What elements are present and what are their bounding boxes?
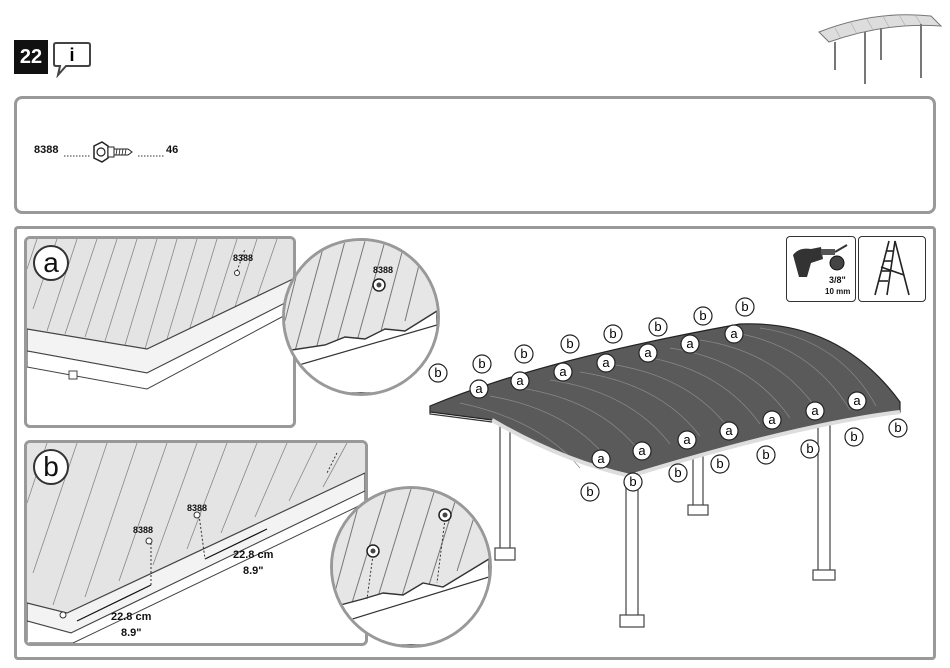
info-icon: i	[52, 40, 92, 78]
spacing-lower-cm: 22.8 cm	[111, 611, 151, 623]
detail-b-part-label-1: 8388	[133, 525, 153, 535]
drill-size-mm: 10 mm	[825, 287, 850, 296]
ladder-icon	[859, 237, 923, 299]
part-code: 8388	[34, 144, 58, 156]
detail-a-zoom-part-label: 8388	[373, 265, 393, 275]
zoom-circle-a: 8388	[282, 238, 440, 396]
carport-thumbnail	[815, 6, 943, 90]
spacing-lower-inch: 8.9"	[121, 627, 142, 639]
part-quantity: 46	[166, 144, 178, 156]
drill-tool-box: 3/8" 10 mm	[786, 236, 856, 302]
spacing-upper-cm: 22.8 cm	[233, 549, 273, 561]
detail-letter-b: b	[33, 449, 69, 485]
step-number-badge: 22	[14, 40, 48, 74]
detail-panel-b: b 8388 8388 22.8 cm 8.9" 22.8 cm 8.9"	[24, 440, 368, 646]
detail-letter-a: a	[33, 245, 69, 281]
spacing-upper-inch: 8.9"	[243, 565, 264, 577]
ladder-tool-box	[858, 236, 926, 302]
zoom-illustration-a	[285, 241, 437, 393]
carport-roof-illustration	[420, 300, 920, 630]
detail-panel-a: a 8388	[24, 236, 296, 428]
screw-icon	[62, 136, 174, 166]
drill-size-inch: 3/8"	[829, 275, 846, 285]
detail-a-part-label: 8388	[233, 253, 253, 263]
roof-edge-illustration-b	[27, 443, 365, 643]
svg-text:i: i	[69, 45, 74, 65]
detail-b-part-label-2: 8388	[187, 503, 207, 513]
